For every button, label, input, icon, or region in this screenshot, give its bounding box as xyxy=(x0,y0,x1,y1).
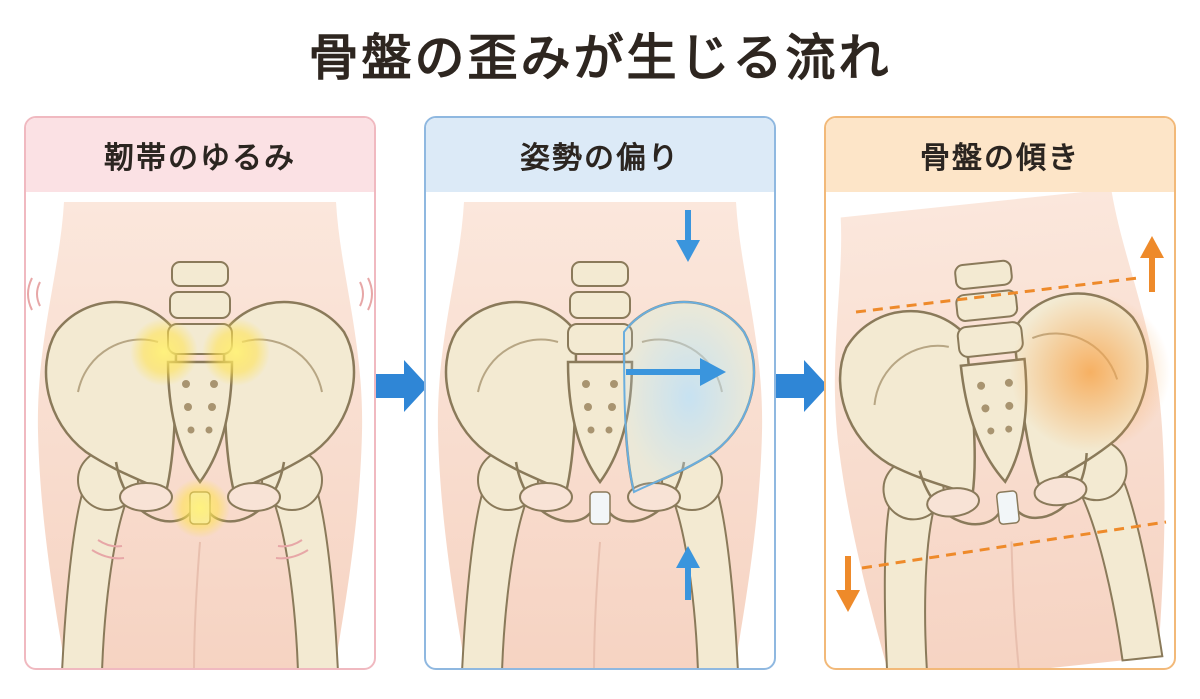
flow-arrow-icon xyxy=(776,360,828,412)
panel-header: 靭帯のゆるみ xyxy=(26,118,374,192)
posture-imbalance-pelvis-illustration xyxy=(426,192,774,668)
panel-header: 姿勢の偏り xyxy=(426,118,774,192)
flow-arrow-icon xyxy=(376,360,428,412)
tilted-pelvis-illustration xyxy=(826,192,1174,668)
panel-tilted-pelvis: 骨盤の傾き xyxy=(824,116,1176,670)
panel-header: 骨盤の傾き xyxy=(826,118,1174,192)
loose-ligament-pelvis-illustration xyxy=(26,192,374,668)
page-title: 骨盤の歪みが生じる流れ xyxy=(308,29,892,87)
panel-posture-imbalance: 姿勢の偏り xyxy=(424,116,776,670)
panel-loose-ligament: 靭帯のゆるみ xyxy=(24,116,376,670)
